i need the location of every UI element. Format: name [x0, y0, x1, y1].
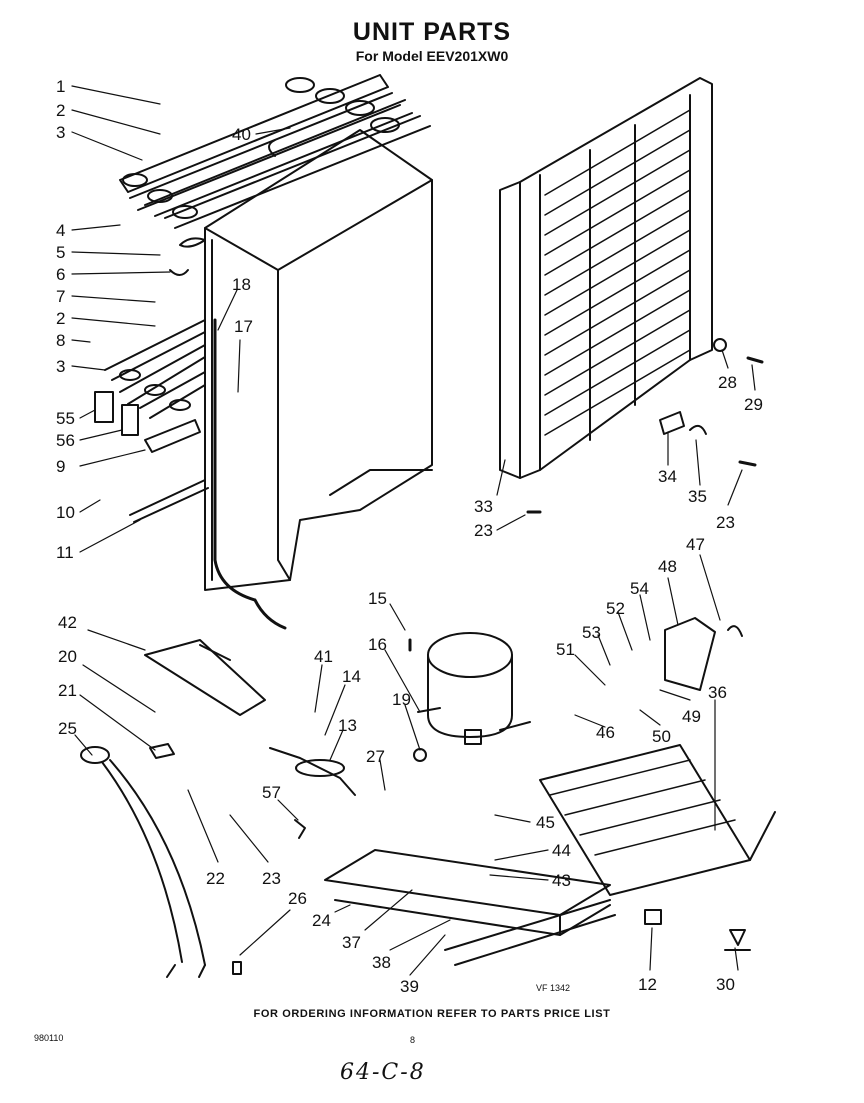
part-12	[644, 909, 662, 925]
callout-label: 3	[56, 357, 65, 376]
callout-label: 11	[56, 543, 74, 562]
callout-label: 50	[652, 727, 671, 746]
callout-label: 5	[56, 243, 65, 262]
callout-label: 49	[682, 707, 701, 726]
callout-label: 23	[716, 513, 735, 532]
callout-label: 12	[638, 975, 657, 994]
handwritten-note: 64-C-8	[340, 1060, 426, 1085]
part-11	[129, 479, 209, 523]
part-23a	[738, 460, 757, 467]
part-34	[659, 411, 685, 435]
callout-label: 57	[262, 783, 281, 802]
part-36-coil	[539, 744, 776, 896]
callout-label: 2	[56, 309, 65, 328]
callout-label: 54	[630, 579, 649, 598]
callout-label: 21	[58, 681, 77, 700]
callout-label: 4	[56, 221, 65, 240]
callout-label: 28	[718, 373, 737, 392]
callout-label: 26	[288, 889, 307, 908]
callout-label: 43	[552, 871, 571, 890]
power-cord	[80, 746, 206, 978]
compressor	[417, 632, 531, 745]
part-9	[144, 419, 201, 453]
callout-labels: 1 2 3 40 4 5 6 18 7 2 17 8 3 55 56 9 10 …	[56, 77, 763, 996]
part-6	[169, 269, 189, 276]
callout-label: 56	[56, 431, 75, 450]
callout-label: 23	[474, 521, 493, 540]
callout-label: 16	[368, 635, 387, 654]
callout-label: 30	[716, 975, 735, 994]
callout-label: 46	[596, 723, 615, 742]
callout-label: 10	[56, 503, 75, 522]
callout-label: 3	[56, 123, 65, 142]
callout-label: 7	[56, 287, 65, 306]
page-title: UNIT PARTS	[352, 18, 512, 46]
callout-label: 17	[234, 317, 253, 336]
callout-label: 24	[312, 911, 331, 930]
callout-label: 27	[366, 747, 385, 766]
callout-label: 40	[232, 125, 251, 144]
part-35	[689, 424, 707, 435]
part-21	[149, 743, 175, 759]
part-19	[413, 748, 427, 762]
callout-label: 41	[314, 647, 333, 666]
callout-label: 19	[392, 690, 411, 709]
cabinet-liner	[204, 129, 433, 630]
condenser	[499, 77, 713, 479]
callout-label: 6	[56, 265, 65, 284]
callout-label: 22	[206, 869, 225, 888]
callout-label: 14	[342, 667, 361, 686]
callout-label: 9	[56, 457, 65, 476]
callout-label: 45	[536, 813, 555, 832]
figure-reference: VF 1342	[536, 983, 571, 993]
callout-label: 52	[606, 599, 625, 618]
callout-label: 20	[58, 647, 77, 666]
callout-label: 44	[552, 841, 571, 860]
lower-evaporator-coil	[104, 319, 206, 419]
callout-label: 38	[372, 953, 391, 972]
catalog-code: 980110	[34, 1033, 64, 1043]
callout-label: 47	[686, 535, 705, 554]
part-42	[144, 639, 266, 716]
part-28	[713, 338, 727, 352]
part-57	[294, 819, 306, 839]
callout-label: 55	[56, 409, 75, 428]
callout-label: 39	[400, 977, 419, 996]
part-26	[232, 961, 242, 975]
callout-label: 23	[262, 869, 281, 888]
callout-label: 36	[708, 683, 727, 702]
callout-label: 29	[744, 395, 763, 414]
part-56	[121, 404, 139, 436]
callout-label: 34	[658, 467, 677, 486]
part-13	[269, 747, 356, 796]
model-subtitle: For Model EEV201XW0	[355, 48, 509, 64]
base-pan	[324, 849, 616, 966]
part-30	[724, 929, 751, 951]
callout-label: 35	[688, 487, 707, 506]
callout-label: 13	[338, 716, 357, 735]
top-evaporator-coil	[119, 74, 431, 229]
part-29	[746, 356, 764, 364]
callout-label: 15	[368, 589, 387, 608]
callout-label: 1	[56, 77, 65, 96]
part-5	[179, 237, 206, 248]
callout-label: 37	[342, 933, 361, 952]
callout-label: 33	[474, 497, 493, 516]
ordering-note: FOR ORDERING INFORMATION REFER TO PARTS …	[253, 1008, 611, 1020]
callout-label: 8	[56, 331, 65, 350]
callout-label: 48	[658, 557, 677, 576]
page-number: 8	[410, 1035, 416, 1045]
callout-label: 53	[582, 623, 601, 642]
part-55	[94, 391, 114, 423]
callout-label: 25	[58, 719, 77, 738]
part-47	[727, 625, 743, 637]
callout-label: 18	[232, 275, 251, 294]
callout-label: 51	[556, 640, 575, 659]
part-48	[664, 617, 716, 691]
callout-label: 2	[56, 101, 65, 120]
callout-label: 42	[58, 613, 77, 632]
